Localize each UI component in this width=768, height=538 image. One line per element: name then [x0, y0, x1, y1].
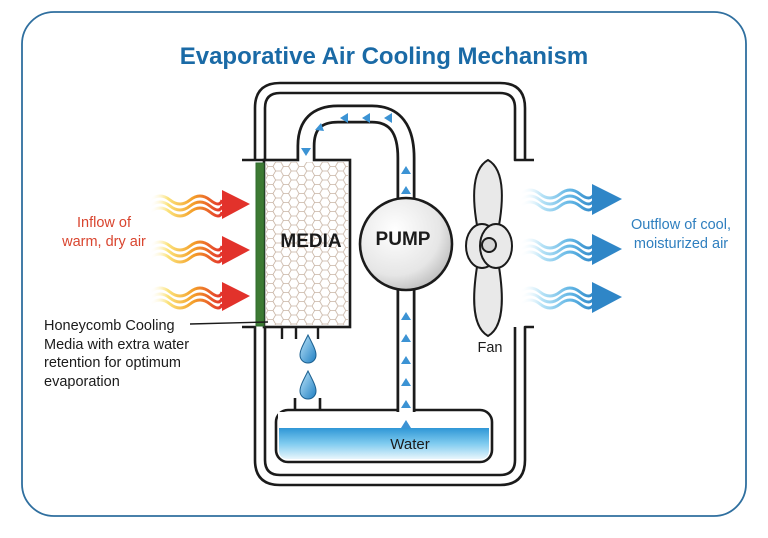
arrow-up-icon — [401, 356, 411, 364]
water-drop-icon — [299, 333, 317, 364]
arrow-left-icon — [362, 113, 370, 123]
water-reservoir — [274, 408, 494, 464]
cool-air-arrow — [519, 184, 622, 215]
inflow-label-line: warm, dry air — [62, 234, 146, 250]
arrow-right-icon — [592, 234, 622, 265]
media-label: MEDIA — [280, 231, 342, 252]
arrow-up-icon — [401, 186, 411, 194]
outflow-label-line: Outflow of cool, — [631, 217, 731, 233]
water-label: Water — [390, 436, 430, 453]
media-note: Honeycomb Cooling Media with extra water… — [44, 317, 214, 391]
arrow-up-icon — [401, 420, 411, 428]
fan-label: Fan — [477, 340, 503, 356]
drip-funnel — [293, 398, 322, 410]
water-drops — [299, 333, 317, 400]
arrow-up-icon — [401, 400, 411, 408]
arrow-right-icon — [222, 236, 250, 265]
arrow-left-icon — [384, 113, 392, 123]
arrow-up-icon — [401, 312, 411, 320]
warm-air-arrow — [149, 282, 250, 311]
arrow-up-icon — [401, 378, 411, 386]
cool-air-arrow — [519, 282, 622, 313]
media-note-line: evaporation — [44, 373, 120, 390]
arrow-left-icon — [340, 113, 348, 123]
media-note-line: retention for optimum — [44, 355, 182, 371]
media-note-line: Media with extra water — [44, 336, 190, 353]
warm-air-arrow — [149, 236, 250, 265]
housing — [242, 81, 534, 487]
inflow-label-line: Inflow of — [77, 215, 131, 231]
arrow-up-icon — [401, 334, 411, 342]
media-note-leader — [189, 321, 269, 325]
water-pipe — [296, 104, 416, 412]
outflow-label-line: moisturized air — [633, 236, 729, 252]
media-note-line: Honeycomb Cooling — [44, 318, 175, 334]
arrow-right-icon — [222, 190, 250, 219]
arrow-down-icon — [315, 123, 324, 131]
pump — [358, 196, 454, 292]
arrow-up-icon — [401, 166, 411, 174]
fan-icon — [465, 158, 513, 338]
diagram-title: Evaporative Air Cooling Mechanism — [179, 43, 589, 70]
media-front-pad — [255, 162, 265, 327]
flow-arrows — [301, 113, 411, 428]
warm-air-arrows — [149, 190, 250, 311]
arrow-down-icon — [301, 148, 311, 156]
outflow-label: Outflow of cool, moisturized air — [610, 216, 752, 254]
arrow-right-icon — [592, 184, 622, 215]
arrow-right-icon — [222, 282, 250, 311]
inflow-label: Inflow of warm, dry air — [38, 214, 170, 252]
warm-air-arrow — [149, 190, 250, 219]
arrow-right-icon — [592, 282, 622, 313]
water-drop-icon — [299, 369, 317, 400]
cooling-media — [255, 158, 352, 339]
pump-label: PUMP — [375, 229, 431, 250]
cool-air-arrow — [519, 234, 622, 265]
cool-air-arrows — [519, 184, 622, 313]
